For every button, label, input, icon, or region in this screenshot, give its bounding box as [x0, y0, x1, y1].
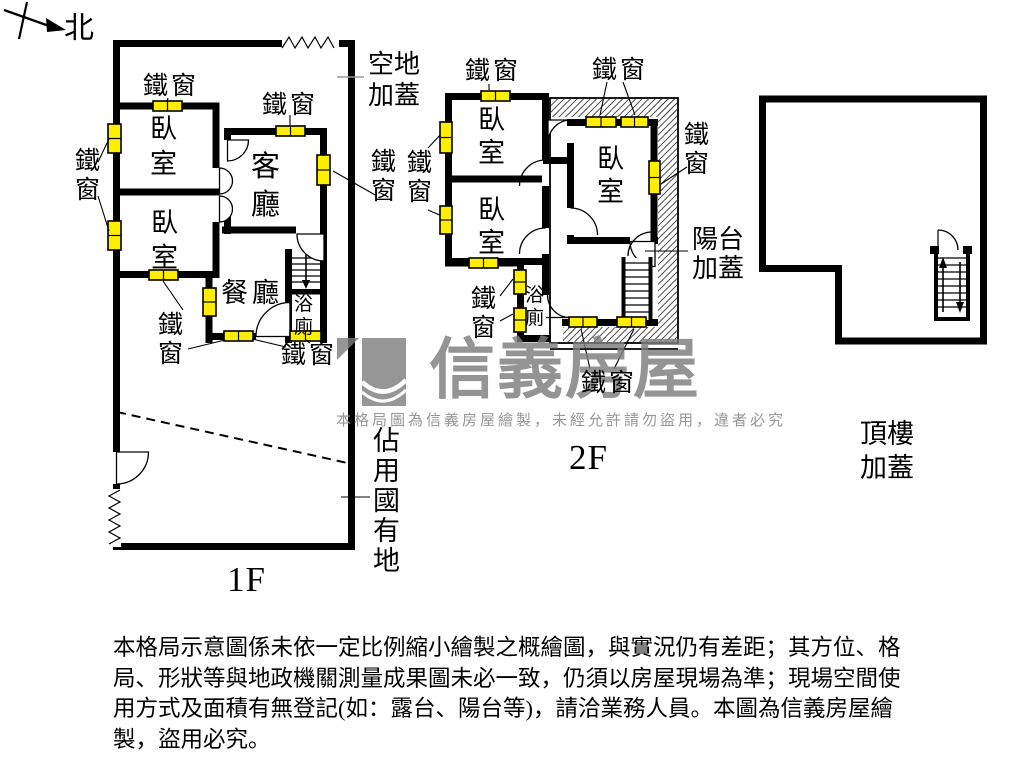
watermark-brand: 信義房屋	[429, 334, 701, 407]
sinyi-logo-icon	[337, 338, 408, 406]
iron-window-label: 鐵窗	[581, 370, 638, 397]
iron-window-label: 鐵窗	[470, 286, 496, 342]
iron-window-label: 鐵窗	[74, 148, 100, 204]
bedroom-label: 臥室	[478, 105, 505, 168]
bedroom-label: 臥室	[150, 114, 177, 179]
door-arc	[627, 231, 653, 257]
occupied-national-land-note: 佔用國有地	[373, 426, 400, 576]
bedroom-label: 臥室	[478, 195, 505, 258]
iron-window-marker	[439, 90, 661, 333]
door-arc	[218, 167, 234, 195]
rooftop-plan	[759, 95, 987, 345]
disclaimer-line: 局、形狀等與地政機關測量成果圖未必一致，仍須以房屋現場為準；現場空間使	[113, 665, 901, 691]
floor2-label: 2F	[569, 438, 608, 477]
bathroom-label: 浴廁	[293, 294, 313, 338]
bathroom-label: 浴廁	[524, 285, 544, 329]
door-arc	[547, 119, 572, 144]
door-arc	[518, 159, 546, 187]
north-label: 北	[64, 12, 94, 45]
boundary-dashed-line	[116, 411, 353, 465]
iron-window-label: 鐵窗	[465, 58, 522, 85]
vacant-land-addition-note: 空地加蓋	[367, 50, 420, 110]
door-arc	[296, 233, 325, 262]
floor2-plan	[439, 81, 688, 370]
iron-window-label: 鐵窗	[157, 312, 183, 368]
iron-window-label: 鐵窗	[406, 150, 432, 206]
door-arc	[226, 139, 250, 162]
iron-window-label: 鐵窗	[143, 73, 200, 100]
iron-window-label: 鐵窗	[262, 92, 319, 119]
iron-window-label: 鐵窗	[281, 342, 338, 369]
living-room-label: 客廳	[250, 151, 280, 221]
door-arc	[115, 451, 150, 485]
floor1-plan	[97, 35, 443, 550]
iron-window-label: 鐵窗	[592, 57, 649, 84]
disclaimer-line: 用方式及面積有無登記(如：露台、陽台等)，請洽業務人員。本圖為信義房屋繪	[113, 696, 893, 721]
door-arc	[255, 301, 291, 338]
disclaimer-line: 製，盜用必究。	[113, 726, 271, 752]
rooftop-addition-note: 頂樓加蓋	[860, 419, 914, 483]
disclaimer-line: 本格局示意圖係未依一定比例縮小繪製之概繪圖，與實況仍有差距；其方位、格	[113, 635, 901, 660]
balcony-addition-note: 陽台加蓋	[691, 225, 744, 283]
bedroom-label: 臥室	[151, 208, 178, 273]
door-arc	[937, 229, 959, 251]
floor-plan-drawing	[3, 1, 987, 550]
stairs-icon	[621, 231, 653, 320]
bedroom-label: 臥室	[597, 144, 624, 207]
iron-window-label: 鐵窗	[370, 149, 396, 205]
door-arc	[518, 227, 546, 255]
leader-line	[488, 81, 688, 370]
door-arc	[570, 207, 599, 236]
iron-window-label: 鐵窗	[683, 122, 709, 178]
door-arc	[218, 195, 234, 223]
floor1-label: 1F	[227, 560, 266, 599]
watermark-notice: 本格局圖為信義房屋繪製，未經允許請勿盜用，違者必究	[336, 413, 787, 429]
stairs-icon	[930, 229, 972, 321]
iron-window-marker	[107, 100, 331, 342]
north-arrow-icon	[3, 1, 66, 40]
dining-room-label: 餐廳	[221, 278, 283, 308]
disclaimer-text: 本格局示意圖係未依一定比例縮小繪製之概繪圖，與實況仍有差距；其方位、格 局、形狀…	[113, 633, 901, 755]
stairs-icon	[292, 253, 320, 289]
stairs-area	[622, 258, 652, 320]
